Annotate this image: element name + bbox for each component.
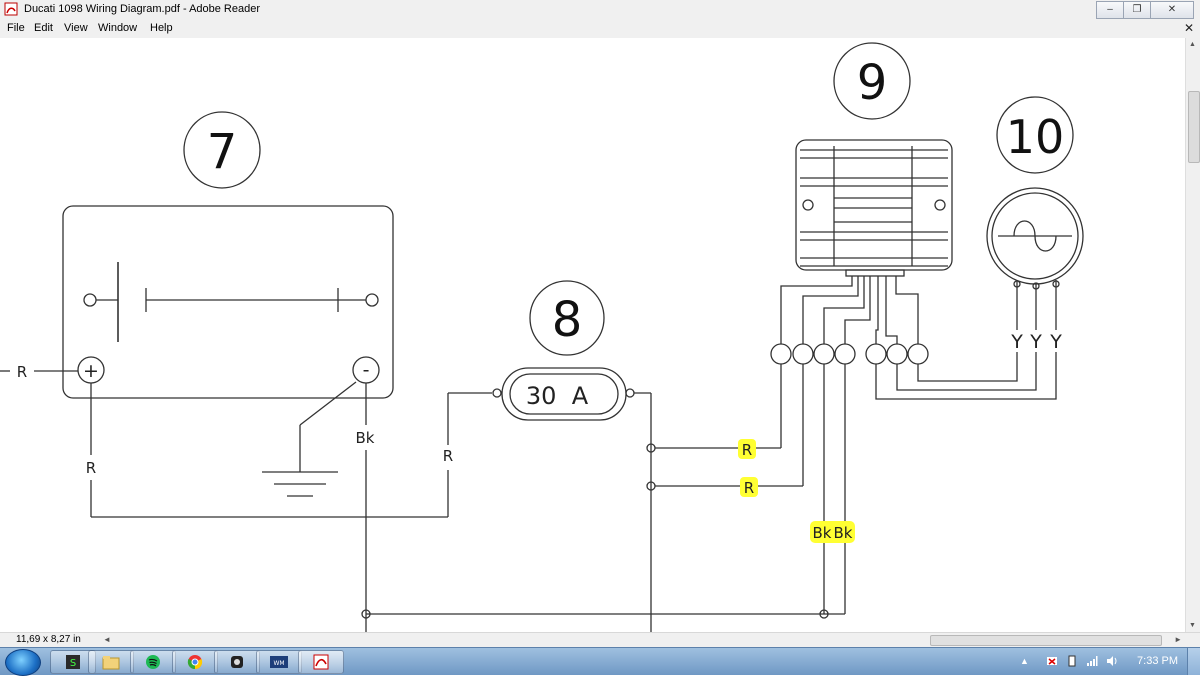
menu-edit[interactable]: Edit (34, 22, 53, 34)
adobe-reader-taskbar-icon (313, 654, 329, 670)
tray-expand-icon[interactable]: ▲ (1020, 656, 1029, 666)
scroll-down-icon[interactable]: ▼ (1189, 622, 1196, 629)
video-icon: WM (270, 656, 288, 668)
start-button[interactable] (5, 649, 41, 676)
horizontal-scrollbar[interactable]: ◄ ► (100, 633, 1185, 648)
close-button[interactable]: ✕ (1150, 1, 1194, 19)
clock[interactable]: 7:33 PM (1137, 655, 1178, 667)
callout-8: 8 (552, 292, 583, 348)
vertical-scroll-thumb[interactable] (1188, 91, 1200, 163)
taskbar-adobe-reader[interactable] (298, 650, 344, 674)
wire-label-r-battery: R (86, 459, 96, 477)
wire-label-y3: Y (1049, 331, 1062, 353)
page-size: 11,69 x 8,27 in (16, 634, 81, 645)
maximize-button[interactable]: ❐ (1123, 1, 1151, 19)
action-center-icon[interactable] (1046, 655, 1058, 667)
adobe-reader-icon (4, 2, 18, 16)
battery-negative-symbol: - (363, 359, 370, 381)
highlight-bk (810, 521, 855, 543)
scroll-left-icon[interactable]: ◄ (103, 635, 111, 644)
status-bar: 11,69 x 8,27 in ◄ ► (0, 632, 1200, 648)
app-icon: S (66, 655, 80, 669)
wire-label-bk-reg2: Bk (834, 524, 853, 542)
horizontal-scroll-thumb[interactable] (930, 635, 1162, 646)
wire-label-r-reg1: R (742, 441, 752, 459)
callout-9: 9 (857, 55, 888, 111)
fuse-rating: 30 A (526, 382, 589, 410)
system-tray: ▲ 7:33 PM (1010, 648, 1200, 675)
callout-10: 10 (1006, 110, 1065, 164)
volume-icon[interactable] (1106, 655, 1118, 667)
title-bar: Ducati 1098 Wiring Diagram.pdf - Adobe R… (0, 0, 1200, 21)
document-close-button[interactable]: ✕ (1183, 21, 1194, 35)
minimize-button[interactable]: – (1096, 1, 1124, 19)
menu-view[interactable]: View (64, 22, 88, 34)
wire-label-y1: Y (1010, 331, 1023, 353)
wire-label-r-reg2: R (744, 479, 754, 497)
taskbar: S WM ▲ 7:33 PM (0, 647, 1200, 676)
wire-label-y2: Y (1029, 331, 1042, 353)
scroll-up-icon[interactable]: ▲ (1189, 41, 1196, 48)
taskbar-explorer[interactable] (88, 650, 134, 674)
taskbar-spotify[interactable] (130, 650, 176, 674)
menu-file[interactable]: File (7, 22, 25, 34)
battery-box (62, 205, 394, 399)
battery-positive-symbol: + (83, 360, 99, 382)
svg-text:S: S (70, 658, 76, 669)
taskbar-wmv[interactable]: WM (256, 650, 302, 674)
menu-window[interactable]: Window (98, 22, 138, 34)
document-view[interactable]: 7 8 9 10 + - 30 A R R Bk R R R Bk Bk Y Y… (0, 38, 1185, 632)
taskbar-app-dark[interactable] (214, 650, 260, 674)
window-title: Ducati 1098 Wiring Diagram.pdf - Adobe R… (24, 3, 261, 15)
highlight-r1 (738, 439, 756, 459)
app-dark-icon (231, 656, 243, 668)
scroll-right-icon[interactable]: ► (1174, 635, 1182, 644)
highlight-r2 (740, 477, 758, 497)
callout-7: 7 (207, 124, 238, 180)
wire-label-bk-reg1: Bk (813, 524, 832, 542)
network-icon[interactable] (1086, 655, 1098, 667)
wire-label-r-fuse: R (443, 447, 453, 465)
spotify-icon (146, 655, 160, 669)
menu-help[interactable]: Help (150, 22, 173, 34)
show-desktop-button[interactable] (1187, 648, 1200, 675)
vertical-scrollbar[interactable]: ▲ ▼ (1185, 38, 1200, 632)
menu-bar: File Edit View Window Help ✕ (0, 20, 1200, 39)
wire-label-r-left: R (17, 363, 27, 381)
folder-icon (102, 656, 120, 670)
taskbar-chrome[interactable] (172, 650, 218, 674)
battery-tray-icon[interactable] (1066, 655, 1078, 667)
chrome-icon (187, 655, 203, 670)
svg-text:WM: WM (273, 660, 284, 667)
wiring-diagram: 7 8 9 10 + - 30 A R R Bk R R R Bk Bk Y Y… (0, 42, 1084, 632)
wire-label-bk-battery: Bk (356, 429, 375, 447)
